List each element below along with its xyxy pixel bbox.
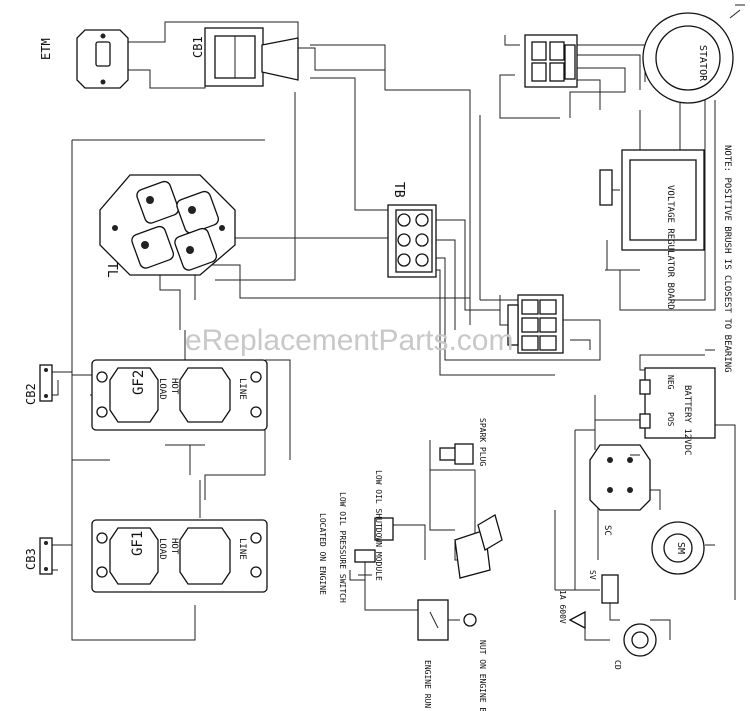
gf2-label: GF2: [131, 370, 147, 395]
stator-connector: [524, 34, 578, 88]
gf2-receptacle: GF2 LOAD HOT LINE: [91, 359, 268, 431]
wire-harness: [45, 21, 736, 641]
voltage-regulator: VOLTAGE REGULATOR BOARD: [599, 149, 705, 310]
note: NOTE: POSITIVE BRUSH IS CLOSEST TO BEARI…: [722, 145, 732, 373]
gf2-hot: HOT: [169, 378, 179, 395]
starter-contactor: SC: [589, 444, 651, 536]
main-connector: [507, 294, 564, 354]
cb3-breaker: CB3: [24, 537, 53, 575]
starter-motor: SM: [651, 521, 705, 575]
spark-plug-label: SPARK PLUG: [478, 418, 487, 466]
low-oil-module: LOW OIL SHUTDOWN MODULE: [374, 470, 394, 581]
engine-run-switch-label: ENGINE RUN SWITCH: [423, 660, 432, 711]
sm-label: SM: [675, 542, 686, 554]
gf2-line: LINE: [237, 378, 247, 400]
stator: STATOR: [642, 9, 741, 104]
cb1-breaker: CB1: [191, 27, 299, 87]
tl-terminal-block: TL: [99, 174, 236, 278]
battery-label: BATTERY 12VDC: [682, 385, 692, 455]
battery-pos: POS: [666, 412, 675, 427]
sv-label: SV: [588, 570, 597, 580]
starter-parts: SV 1A 600V CD: [558, 570, 657, 670]
etm-module: ETM: [39, 29, 129, 89]
tb-label: TB: [391, 182, 406, 198]
sc-label: SC: [602, 525, 612, 536]
rectifier-label: CD: [613, 660, 622, 670]
ignition-coil: [454, 514, 503, 579]
engine-run-switch: ENGINE RUN SWITCH NUT ON ENGINE BLOCK: [417, 599, 487, 711]
watermark: eReplacementParts.com: [185, 324, 513, 357]
cb2-breaker: CB2: [24, 364, 53, 405]
tb-terminal-board: TB: [387, 182, 437, 278]
cb1-label: CB1: [191, 36, 205, 58]
stator-label: STATOR: [697, 45, 708, 82]
nut-label: NUT ON ENGINE BLOCK: [478, 640, 487, 711]
tl-label: TL: [104, 262, 119, 278]
cb2-label: CB2: [24, 383, 38, 405]
cb3-label: CB3: [24, 548, 38, 570]
diode-label: 1A 600V: [558, 590, 567, 624]
located-on-engine-label: LOCATED ON ENGINE: [318, 513, 327, 595]
gf1-load: LOAD: [157, 538, 167, 560]
gf1-line: LINE: [237, 538, 247, 560]
low-oil-module-label: LOW OIL SHUTDOWN MODULE: [374, 470, 383, 581]
gf2-load: LOAD: [157, 378, 167, 400]
low-oil-switch-label: LOW OIL PRESSURE SWITCH: [338, 492, 347, 603]
spark-plug: SPARK PLUG: [439, 418, 487, 466]
gf1-receptacle: GF1 LOAD HOT LINE: [91, 519, 268, 593]
gf1-hot: HOT: [169, 538, 179, 555]
battery: BATTERY 12VDC NEG POS: [639, 367, 716, 455]
ground-symbols: [630, 4, 745, 546]
vr-label: VOLTAGE REGULATOR BOARD: [665, 185, 675, 310]
gf1-label: GF1: [130, 531, 146, 556]
low-oil-switch: LOW OIL PRESSURE SWITCH: [338, 492, 376, 603]
battery-neg: NEG: [666, 375, 675, 390]
etm-label: ETM: [39, 38, 53, 60]
